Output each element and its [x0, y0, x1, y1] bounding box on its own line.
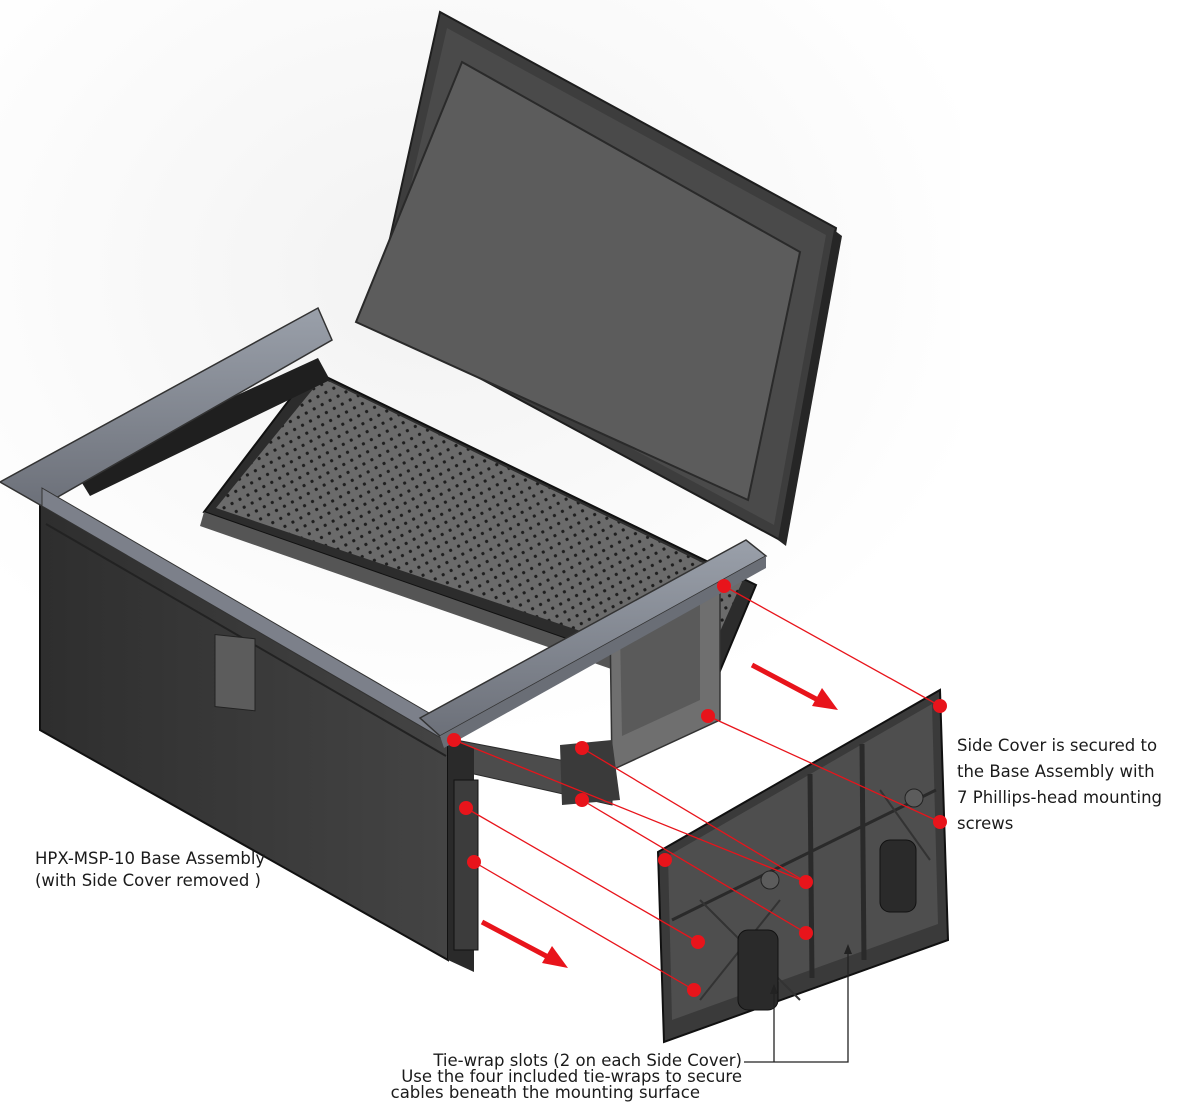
tie-wrap-label-line3: cables beneath the mounting surface — [390, 1083, 700, 1102]
side-cover-label-line1: Side Cover is secured to — [957, 736, 1158, 755]
lid-screen-panel — [354, 60, 802, 502]
side-cover-label-line4: screws — [957, 814, 1014, 833]
side-cover-label: Side Cover is secured to the Base Assemb… — [957, 733, 1162, 837]
tie-wrap-slot-right — [879, 839, 917, 913]
screw-marker — [933, 699, 947, 713]
side-cover — [656, 688, 950, 1044]
hinged-lid — [354, 10, 842, 546]
base-assembly-label: HPX-MSP-10 Base Assembly (with Side Cove… — [35, 848, 265, 892]
side-cover-label-line2: the Base Assembly with — [957, 762, 1155, 781]
alignment-lines — [453, 585, 941, 991]
side-cover-label-line3: 7 Phillips-head mounting — [957, 788, 1163, 807]
screw-markers — [447, 579, 947, 997]
tie-wrap-slot-left — [737, 929, 779, 1011]
tie-wrap-label-line1: Tie-wrap slots (2 on each Side Cover) — [433, 1051, 742, 1070]
frame-rim-left — [0, 306, 333, 507]
tie-wrap-label: Tie-wrap slots (2 on each Side Cover) Us… — [364, 1051, 742, 1102]
base-assembly-label-line1: HPX-MSP-10 Base Assembly — [35, 849, 266, 868]
screw-marker — [447, 733, 461, 747]
tie-wrap-label-line2: Use the four included tie-wraps to secur… — [401, 1067, 742, 1086]
screw-marker — [799, 875, 813, 889]
screw-marker — [575, 741, 589, 755]
screw-marker — [575, 793, 589, 807]
screw-marker — [691, 935, 705, 949]
removal-arrow-lower — [480, 919, 568, 968]
latch-bracket — [214, 634, 256, 712]
screw-marker — [687, 983, 701, 997]
screw-marker — [717, 579, 731, 593]
removal-arrow-upper — [750, 662, 838, 710]
screw-marker — [701, 709, 715, 723]
screw-marker — [467, 855, 481, 869]
screw-marker — [459, 801, 473, 815]
base-assembly — [0, 306, 768, 972]
base-assembly-label-line2: (with Side Cover removed ) — [35, 871, 261, 890]
screw-marker — [799, 926, 813, 940]
screw-marker — [933, 815, 947, 829]
tie-wrap-callout — [744, 944, 852, 1063]
screw-marker — [658, 853, 672, 867]
